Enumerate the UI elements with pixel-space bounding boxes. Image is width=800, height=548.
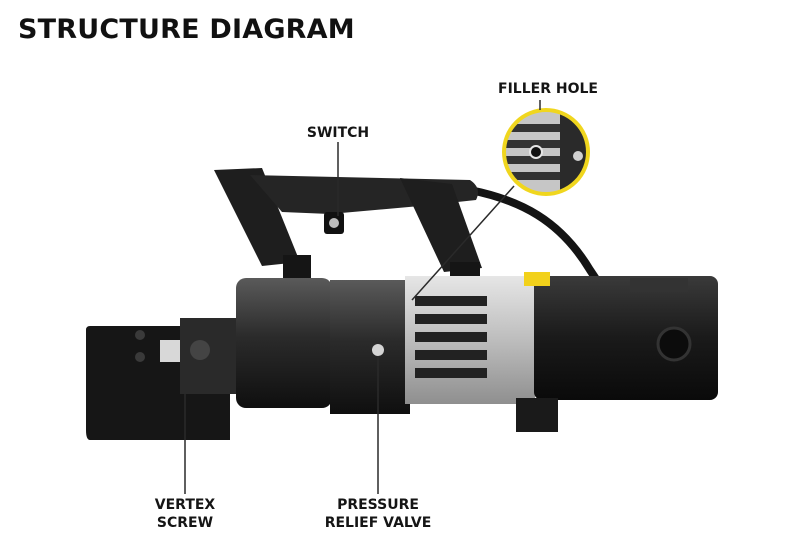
label-switch: SWITCH	[306, 125, 370, 141]
label-filler-hole: FILLER HOLE	[498, 81, 598, 97]
motor-housing	[405, 276, 535, 404]
label-pressure-relief-line2: RELIEF VALVE	[324, 515, 432, 531]
label-vertex-screw-line1: VERTEX	[154, 497, 216, 513]
filler-hole-pointer-line	[411, 185, 515, 301]
label-pressure-relief-valve: PRESSURE RELIEF VALVE	[298, 496, 458, 532]
electric-motor	[516, 272, 718, 432]
pressure-relief-valve	[372, 344, 384, 356]
filler-hole-callout	[502, 108, 590, 196]
label-vertex-screw-line2: SCREW	[156, 515, 214, 531]
diagram-title: STRUCTURE DIAGRAM	[18, 14, 355, 45]
hydraulic-cylinder	[236, 278, 410, 414]
label-vertex-screw: VERTEX SCREW	[130, 496, 240, 532]
power-cord	[466, 186, 604, 289]
label-pressure-relief-line1: PRESSURE	[337, 497, 419, 513]
cutting-head	[86, 318, 240, 440]
